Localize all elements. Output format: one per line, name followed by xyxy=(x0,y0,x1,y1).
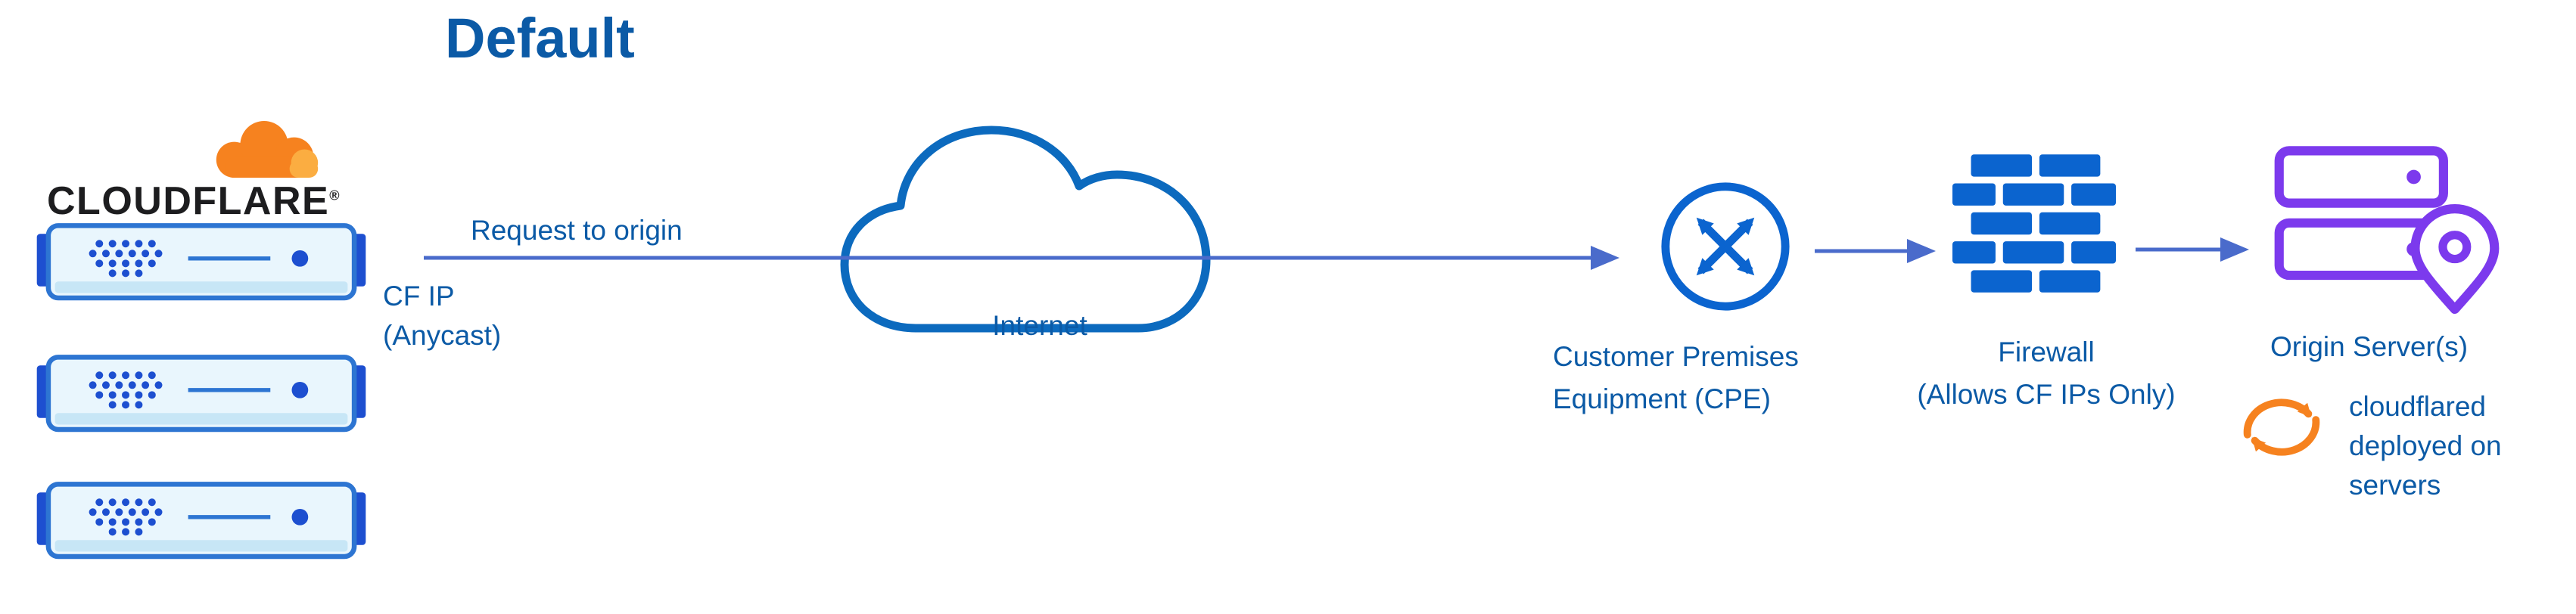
edge-server-icon xyxy=(36,222,366,308)
internet-label: Internet xyxy=(992,310,1087,341)
cloudflare-wordmark: CLOUDFLARE® xyxy=(47,178,341,224)
cloudflared-note-line3: servers xyxy=(2349,470,2441,501)
cloudflared-note-line2: deployed on xyxy=(2349,430,2502,461)
diagram-title: Default xyxy=(445,7,635,70)
firewall-label-line1: Firewall xyxy=(1998,336,2095,367)
location-pin-icon xyxy=(2410,204,2500,315)
origin-servers-label: Origin Server(s) xyxy=(2270,331,2469,362)
cloudflared-sync-icon xyxy=(2243,398,2320,456)
cf-ip-line: CF IP xyxy=(383,281,455,312)
cpe-label-line1: Customer Premises xyxy=(1553,341,1799,372)
firewall-label: Firewall (Allows CF IPs Only) xyxy=(1887,331,2205,416)
firewall-label-line2: (Allows CF IPs Only) xyxy=(1917,379,2176,410)
firewall-to-origin-arrow xyxy=(2136,237,2249,262)
cloudflare-wordmark-text: CLOUDFLARE xyxy=(47,179,330,223)
cpe-label-line2: Equipment (CPE) xyxy=(1553,383,1771,414)
cpe-router-icon xyxy=(1661,182,1790,311)
cpe-to-firewall-arrow xyxy=(1815,239,1936,263)
cloudflared-note-line1: cloudflared xyxy=(2349,391,2487,422)
firewall-icon xyxy=(1952,154,2116,293)
cf-ip-anycast-label: CF IP (Anycast) xyxy=(383,277,501,355)
edge-server-icon xyxy=(36,354,366,439)
cpe-label: Customer Premises Equipment (CPE) xyxy=(1553,336,1799,420)
cloudflare-cloud-icon xyxy=(216,120,319,178)
registered-trademark: ® xyxy=(329,188,341,203)
request-to-origin-label: Request to origin xyxy=(471,215,683,246)
anycast-line: (Anycast) xyxy=(383,320,502,351)
edge-server-icon xyxy=(36,481,366,566)
origin-servers-icon xyxy=(2274,146,2500,315)
cloudflared-note: cloudflared deployed on servers xyxy=(2349,387,2502,505)
